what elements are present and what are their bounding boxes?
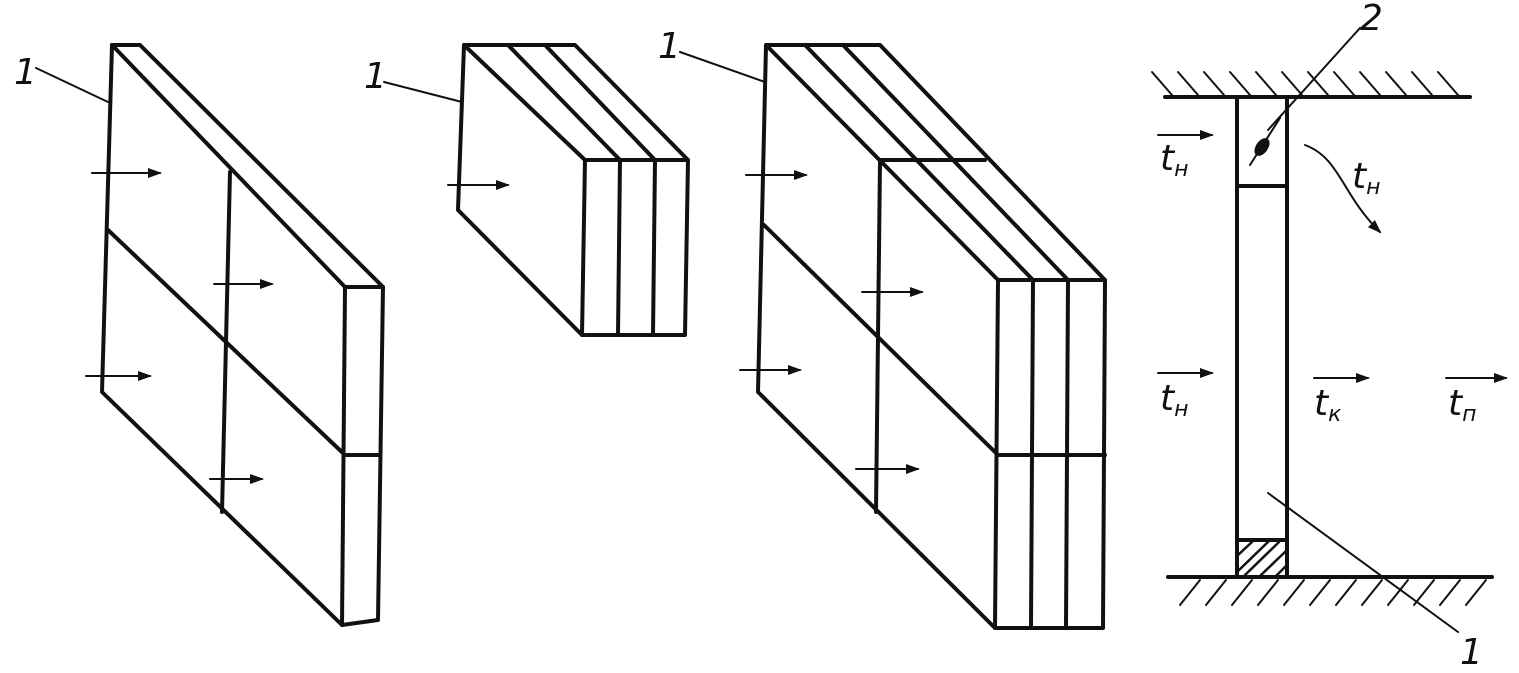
- temp-label-outer-lower: tн: [1157, 368, 1214, 422]
- panel-single-layer: 1: [14, 43, 385, 627]
- callout-label-2: 2: [1360, 0, 1383, 39]
- temp-label-outer-upper: tн: [1157, 130, 1214, 182]
- svg-text:tп: tп: [1448, 383, 1477, 427]
- callout-leader-panel-c: [679, 51, 766, 83]
- temp-label-outer-sensor: tн: [1352, 156, 1381, 200]
- temp-label-inner-k: tк: [1313, 373, 1370, 427]
- panel-three-layer-block: 1: [364, 43, 690, 337]
- callout-label-panel-a: 1: [14, 52, 37, 93]
- panel-three-layer: 1: [658, 26, 1107, 630]
- callout-label-panel-c: 1: [658, 26, 681, 67]
- callout-leader-2: [1267, 27, 1361, 131]
- temperature-sensor: [1249, 117, 1281, 166]
- svg-text:tн: tн: [1160, 138, 1189, 182]
- callout-leader-panel-a: [35, 67, 109, 103]
- bottom-boundary-hatching: [1179, 579, 1487, 606]
- callout-label-1: 1: [1460, 632, 1483, 673]
- callout-leader-panel-b: [383, 81, 463, 103]
- callout-leader-1: [1267, 492, 1459, 633]
- top-boundary-hatching: [1151, 71, 1459, 96]
- heat-flow-curve: [1304, 144, 1382, 234]
- svg-text:tн: tн: [1160, 378, 1189, 422]
- airflow-arrows-panel-c: [739, 170, 924, 474]
- hatched-support: [1235, 539, 1288, 578]
- wall-section-view: 2 1 tн tн tн tк tп: [1151, 0, 1508, 673]
- svg-text:tн: tн: [1352, 156, 1381, 200]
- airflow-arrows-panel-a: [85, 168, 274, 484]
- svg-text:tк: tк: [1314, 383, 1342, 427]
- temp-label-inner-p: tп: [1445, 373, 1508, 427]
- wall-cross-section: [1235, 95, 1289, 579]
- callout-label-panel-b: 1: [364, 56, 387, 97]
